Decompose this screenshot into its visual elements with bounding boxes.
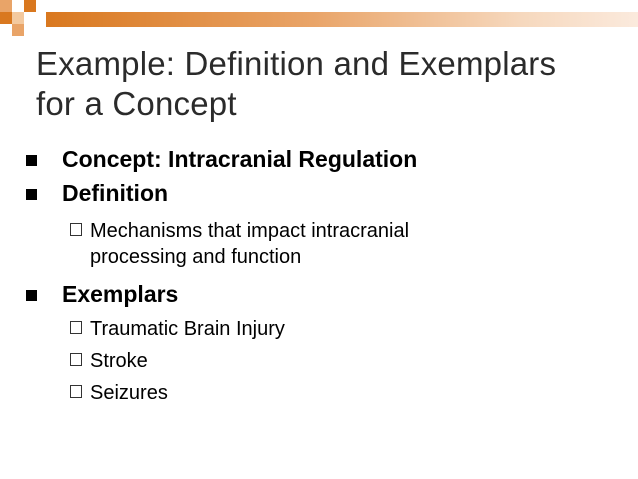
hollow-square-bullet-icon: [70, 223, 82, 236]
hollow-square-bullet-icon: [70, 385, 82, 398]
bullet-exemplars-text: Exemplars: [62, 281, 179, 307]
exemplar-text: Seizures: [90, 382, 168, 404]
exemplar-text: Traumatic Brain Injury: [90, 318, 285, 340]
header-gradient-bar: [46, 12, 638, 27]
hollow-square-bullet-icon: [70, 353, 82, 366]
exemplar-text: Stroke: [90, 350, 148, 372]
square-bullet-icon: [26, 155, 37, 166]
slide-title: Example: Definition and Exemplars for a …: [36, 44, 626, 124]
definition-line-2: processing and function: [90, 246, 302, 268]
bullet-definition-text: Definition: [62, 180, 169, 206]
square-bullet-icon: [26, 189, 37, 200]
title-line-1: Example: Definition and Exemplars: [36, 45, 557, 82]
definition-line-1: Mechanisms that impact intracranial: [90, 220, 410, 242]
hollow-square-bullet-icon: [70, 321, 82, 334]
bullet-concept-text: Concept: Intracranial Regulation: [62, 146, 418, 172]
title-line-2: for a Concept: [36, 85, 237, 122]
square-bullet-icon: [26, 290, 37, 301]
